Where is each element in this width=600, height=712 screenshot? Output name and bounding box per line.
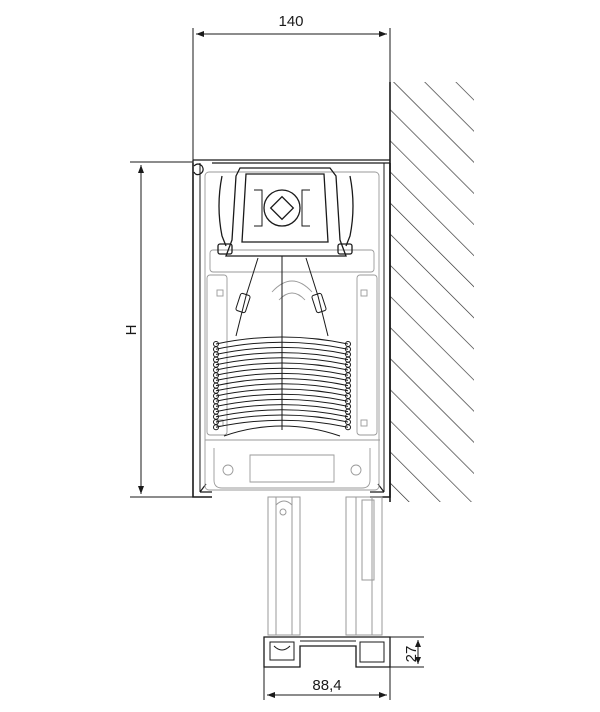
dimension-label-profile-width: 88,4 (312, 677, 341, 694)
slat-line (215, 414, 349, 423)
dimension-height: H (123, 161, 193, 498)
slat-line (215, 388, 349, 397)
drive-bracket (217, 167, 354, 430)
slat-line (215, 378, 349, 387)
slat-line (215, 346, 349, 355)
slat-line (215, 372, 349, 381)
slat-line (215, 341, 349, 350)
slat-end-right (345, 424, 351, 431)
slat-line (215, 419, 349, 428)
slat-end-left (213, 424, 219, 431)
slat-line (215, 362, 349, 371)
slat-line (215, 393, 349, 402)
dimension-profile-width: 88,4 (263, 667, 391, 700)
slat-line (215, 404, 349, 413)
dimension-label-profile-height: 27 (403, 646, 420, 663)
slat-line (215, 357, 349, 366)
dimension-profile-height: 27 (390, 636, 424, 668)
dimension-width-top: 140 (192, 13, 391, 160)
lift-cords (235, 257, 329, 337)
guide-rail (267, 496, 383, 636)
wall-section (389, 82, 474, 502)
cassette-housing (192, 162, 391, 498)
slat-line (215, 383, 349, 392)
dimension-label-width-top: 140 (278, 13, 303, 30)
bottom-bar-profile (263, 636, 391, 668)
stacked-slats (213, 336, 351, 437)
dimension-label-height: H (123, 325, 140, 336)
slat-line (215, 409, 349, 418)
slat-line (215, 398, 349, 407)
slat-line (215, 352, 349, 361)
slat-line (215, 336, 349, 345)
slat-bottom-curve (223, 425, 341, 437)
slat-line (215, 367, 349, 376)
